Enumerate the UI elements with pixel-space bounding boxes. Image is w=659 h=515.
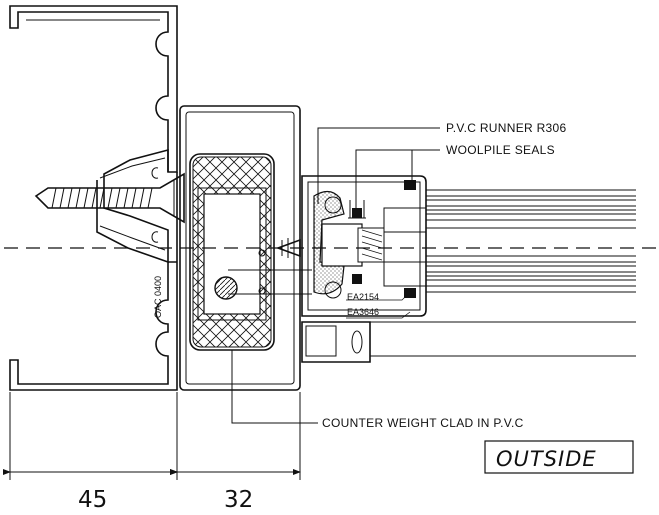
runner-label: P.V.C RUNNER R306 bbox=[446, 121, 567, 135]
dimension-left: 45 bbox=[78, 487, 107, 513]
outside-box bbox=[484, 440, 634, 474]
woolpile-seal-upper bbox=[404, 180, 416, 190]
screw bbox=[34, 172, 185, 224]
dimension-lines bbox=[3, 392, 301, 480]
outside-label: OUTSIDE bbox=[496, 447, 597, 471]
sash-section bbox=[275, 175, 636, 363]
dimension-right: 32 bbox=[224, 487, 253, 513]
box-frame-section bbox=[9, 5, 178, 391]
glass-upper bbox=[383, 189, 636, 233]
woolpile-seal-lower bbox=[404, 288, 416, 298]
stile-section bbox=[179, 105, 312, 391]
woolpile-seal-top bbox=[348, 200, 366, 219]
ea2154-label: EA2154 bbox=[347, 292, 379, 302]
glass-lower bbox=[383, 255, 636, 293]
woolpile-label: WOOLPILE SEALS bbox=[446, 143, 555, 157]
woolpile-seal-bottom bbox=[352, 274, 362, 284]
ea3646-label: EA3646 bbox=[347, 307, 379, 317]
counterweight-label: COUNTER WEIGHT CLAD IN P.V.C bbox=[322, 416, 524, 430]
leaders bbox=[231, 127, 440, 424]
profile-code-label: OAC 0400 bbox=[153, 276, 163, 318]
